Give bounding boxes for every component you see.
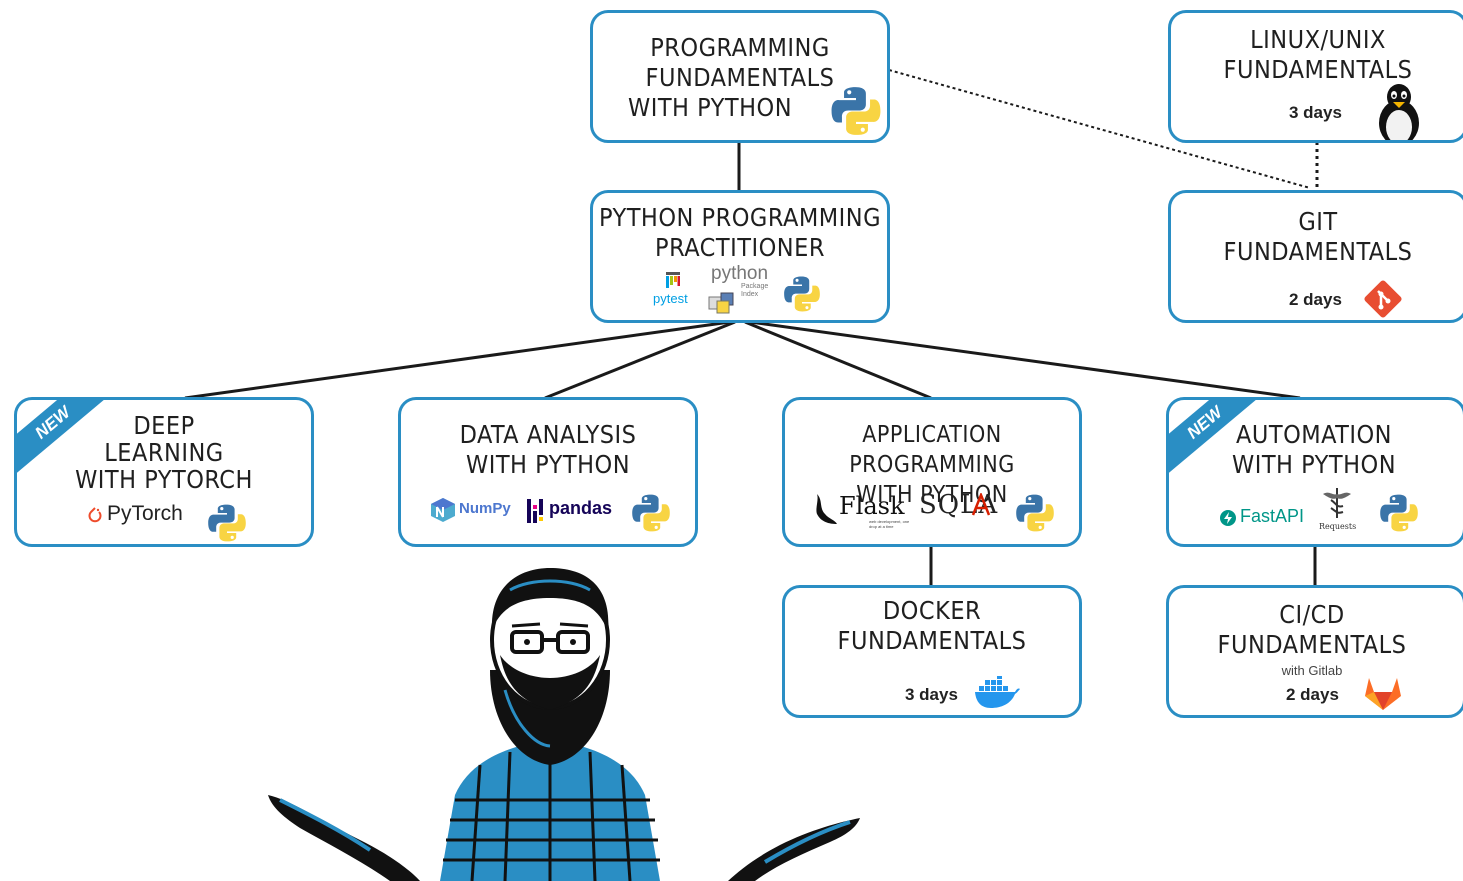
node-title: GIT FUNDAMENTALS	[1223, 207, 1413, 266]
flask-icon	[816, 494, 837, 524]
python-icon	[1015, 493, 1055, 533]
pypi-sublabel: Package Index	[741, 283, 769, 298]
pandas-label: pandas	[549, 498, 613, 518]
node-title: CI/CD FUNDAMENTALS	[1217, 600, 1407, 659]
pytorch-label: PyTorch	[107, 502, 183, 525]
flask-label: Flask	[839, 492, 905, 520]
node-cicd-fundamentals: CI/CD FUNDAMENTALS with Gitlab 2 days	[1166, 585, 1463, 718]
duration-label: 2 days	[1289, 290, 1342, 309]
python-icon	[207, 503, 247, 543]
node-title: DATA ANALYSIS WITH PYTHON	[459, 420, 637, 479]
node-title: LINUX/UNIX FUNDAMENTALS	[1223, 25, 1413, 84]
fastapi-label: FastAPI	[1240, 506, 1305, 526]
pypi-label: python	[711, 263, 769, 284]
node-programming-fundamentals: PROGRAMMING FUNDAMENTALS WITH PYTHON	[590, 10, 890, 143]
pandas-icon	[527, 499, 543, 523]
connector-practitioner-automation	[749, 320, 1301, 400]
python-icon	[830, 85, 882, 137]
python-icon	[1379, 493, 1419, 533]
node-automation: NEW AUTOMATION WITH PYTHON FastAPI Reque…	[1166, 397, 1463, 547]
node-title: PYTHON PROGRAMMING PRACTITIONER	[598, 203, 882, 262]
pytest-label: pytest	[653, 291, 688, 306]
numpy-icon	[431, 498, 455, 522]
git-icon	[1364, 280, 1402, 318]
python-icon	[783, 275, 821, 313]
docker-icon	[975, 676, 1020, 708]
node-data-analysis: DATA ANALYSIS WITH PYTHON NumPy pandas	[398, 397, 698, 547]
node-application-programming: APPLICATION PROGRAMMING WITH PYTHON Flas…	[782, 397, 1082, 547]
node-linux-fundamentals: LINUX/UNIX FUNDAMENTALS 3 days	[1168, 10, 1463, 143]
python-icon	[631, 493, 671, 533]
fastapi-icon	[1220, 510, 1236, 526]
node-subtitle: with Gitlab	[1281, 663, 1343, 678]
node-title: APPLICATION PROGRAMMING WITH PYTHON	[849, 422, 1015, 508]
requests-icon	[1323, 488, 1351, 518]
node-python-practitioner: PYTHON PROGRAMMING PRACTITIONER pytest p…	[590, 190, 890, 323]
requests-label: Requests	[1319, 522, 1357, 531]
node-title: AUTOMATION WITH PYTHON	[1231, 420, 1397, 479]
pypi-icon	[708, 292, 734, 314]
node-deep-learning: NEW DEEP LEARNING WITH PYTORCH PyTorch	[14, 397, 314, 547]
duration-label: 3 days	[905, 685, 958, 704]
node-git-fundamentals: GIT FUNDAMENTALS 2 days	[1168, 190, 1463, 323]
numpy-label: NumPy	[459, 500, 511, 517]
pytorch-icon	[88, 507, 102, 523]
connector-practitioner-app-programming	[744, 320, 932, 400]
shrugging-person-illustration	[268, 568, 860, 881]
gitlab-icon	[1365, 678, 1401, 710]
duration-label: 2 days	[1286, 685, 1339, 704]
node-title: DOCKER FUNDAMENTALS	[837, 596, 1027, 655]
pytest-icon	[666, 272, 680, 288]
connector-practitioner-data-analysis	[544, 320, 736, 400]
sqlalchemy-icon	[971, 493, 991, 516]
tux-icon	[1379, 84, 1419, 140]
node-title: DEEP LEARNING WITH PYTORCH	[75, 411, 253, 494]
duration-label: 3 days	[1289, 103, 1342, 122]
node-docker-fundamentals: DOCKER FUNDAMENTALS 3 days	[782, 585, 1082, 718]
connector-practitioner-deep-learning	[184, 320, 731, 400]
flask-tagline: web development, one drop at a time	[869, 519, 910, 529]
node-title: PROGRAMMING FUNDAMENTALS WITH PYTHON	[627, 33, 835, 122]
